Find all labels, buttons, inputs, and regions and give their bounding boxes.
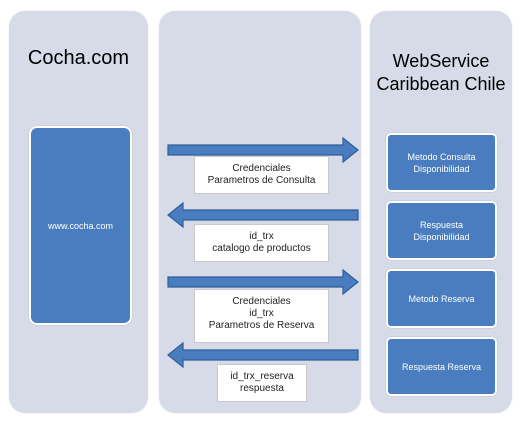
metodo-consulta-line1: Metodo Consulta [407,151,476,162]
webservice-title: WebService Caribbean Chile [370,50,512,96]
left-arrow-2 [167,341,359,369]
flow-label-line: id_trx [249,231,274,242]
right-arrow-1 [167,136,359,164]
flow-label-reserva: Credenciales id_trx Parametros de Reserv… [194,289,329,343]
cocha-site-label: www.cocha.com [47,220,114,231]
respuesta-disponibilidad-box: Respuesta Disponibilidad [386,201,497,260]
flow-label-line: Parametros de Consulta [207,175,316,186]
metodo-reserva-label: Metodo Reserva [408,293,475,304]
flow-label-line: respuesta [240,383,284,394]
flow-label-consulta: Credenciales Parametros de Consulta [194,156,329,194]
respuesta-disponibilidad-line2: Disponibilidad [413,231,470,242]
metodo-consulta-box: Metodo Consulta Disponibilidad [386,133,497,192]
respuesta-disponibilidad-line1: Respuesta [419,219,463,230]
metodo-reserva-box: Metodo Reserva [386,269,497,328]
metodo-consulta-line2: Disponibilidad [413,163,470,174]
right-arrow-2 [167,268,359,296]
webservice-title-line2: Caribbean Chile [376,74,506,94]
respuesta-reserva-box: Respuesta Reserva [386,337,497,396]
flow-label-line: id_trx_reserva [230,371,294,382]
flow-label-line: Credenciales [232,296,291,307]
cocha-site-box: www.cocha.com [29,126,132,325]
cocha-title: Cocha.com [27,47,130,69]
flow-label-catalogo: id_trx catalogo de productos [194,224,329,262]
flow-label-line: Parametros de Reserva [208,320,315,331]
flow-label-respuesta: id_trx_reserva respuesta [217,364,307,402]
flow-label-line: Credenciales [232,163,291,174]
flow-label-line: id_trx [249,308,274,319]
webservice-title-line1: WebService [392,51,490,71]
left-arrow-1 [167,201,359,229]
flow-label-line: catalogo de productos [212,243,311,254]
respuesta-reserva-label: Respuesta Reserva [401,361,482,372]
